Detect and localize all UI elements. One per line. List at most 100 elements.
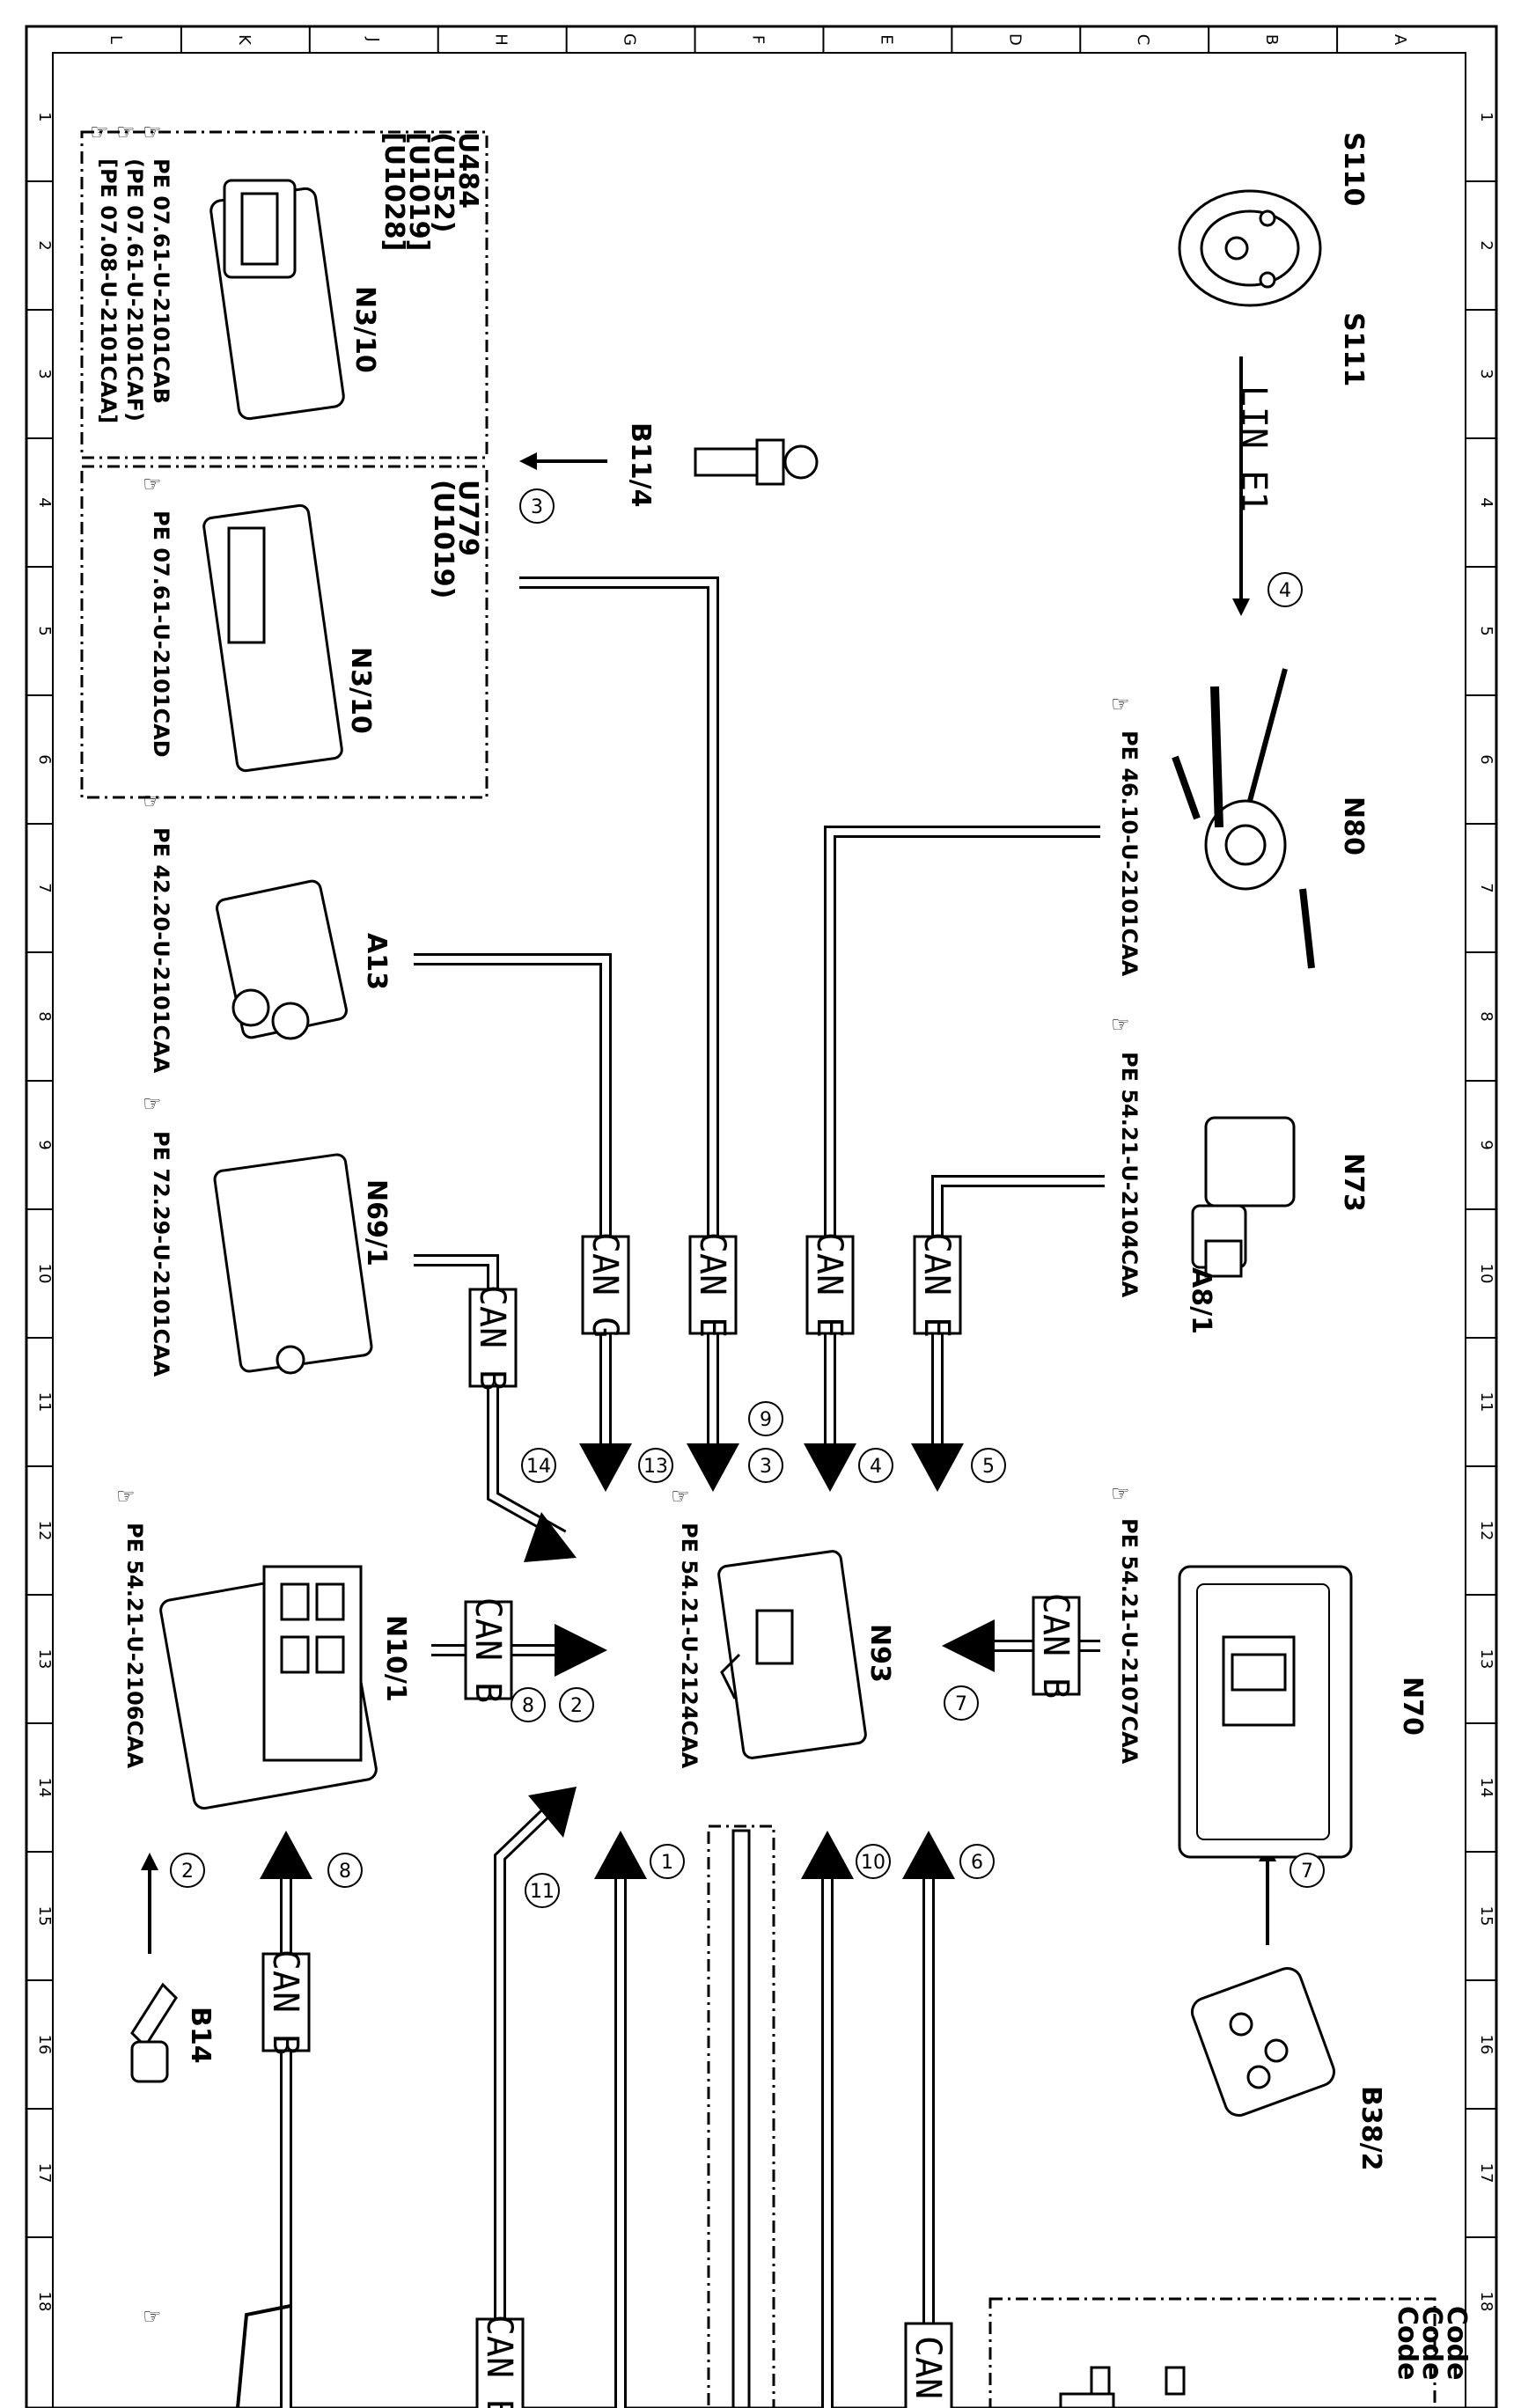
code-u1019: (U1019) — [428, 480, 459, 598]
arrow-n2-n8 — [555, 1624, 607, 1677]
grid-row-14: 14 — [35, 1778, 54, 1798]
component-shapes — [130, 179, 1353, 2408]
grid-col-c: C — [1134, 34, 1152, 46]
grid-col-h: H — [492, 33, 511, 46]
circle-number: 3 — [519, 488, 555, 524]
coolant-temp-sensor-icon — [694, 438, 819, 486]
grid-col-f: F — [749, 35, 768, 44]
code-u1019: [U1019] — [403, 132, 434, 251]
bus-label-can-b: CAN B — [472, 1285, 512, 1391]
bus-label-can-b: CAN B — [1035, 1593, 1076, 1699]
grid-col-j: J — [364, 36, 382, 41]
grid-col-l: L — [107, 35, 125, 44]
circle-number: 13 — [638, 1448, 673, 1483]
ref-n3-10-a: (PE 07.61-U-2101CAF) — [122, 158, 147, 422]
circle-number: 7 — [944, 1685, 979, 1721]
central-gateway-icon — [717, 1550, 867, 1759]
ref-a13: PE 42.20-U-2101CAA — [149, 827, 173, 1074]
grid-row-10: 10 — [1477, 1264, 1495, 1284]
grid-row-11: 11 — [35, 1392, 54, 1413]
ignition-switch-icon — [1191, 1116, 1296, 1278]
circle-number: 5 — [971, 1448, 1006, 1483]
svg-text:13: 13 — [643, 1456, 668, 1478]
label-n73: N73 — [1338, 1153, 1369, 1212]
code-label: Code — [1392, 2306, 1422, 2380]
grid-row-6: 6 — [35, 754, 54, 764]
circle-number: 8 — [327, 1853, 363, 1888]
grid-row-1: 1 — [1477, 112, 1495, 121]
grid-row-18: 18 — [1477, 2292, 1495, 2312]
label-n3-10: N3/10 — [345, 647, 376, 734]
door-control-unit-icon — [213, 1153, 373, 1375]
svg-text:3: 3 — [531, 496, 543, 518]
arrow-n11 — [528, 1787, 577, 1838]
label-n80: N80 — [1338, 797, 1369, 855]
arrow-n13 — [579, 1443, 632, 1492]
grid-col-a: A — [1391, 34, 1409, 46]
circle-number: 11 — [525, 1873, 560, 1908]
label-n69-1: N69/1 — [361, 1179, 392, 1266]
code-u152: (U152) — [428, 132, 459, 232]
label-n10-1: N10/1 — [380, 1615, 411, 1702]
svg-text:10: 10 — [861, 1852, 885, 1874]
circle-number: 7 — [1290, 1853, 1325, 1888]
bus-label-can-b: CAN B — [467, 1597, 508, 1703]
circle-number: 4 — [1268, 572, 1303, 607]
code-label: Code — [1416, 2306, 1447, 2380]
grid-row-5: 5 — [35, 626, 54, 635]
arrow-n5 — [911, 1443, 964, 1492]
arrow-n10 — [801, 1831, 854, 1879]
grid-row-9: 9 — [1477, 1140, 1495, 1149]
svg-text:3: 3 — [760, 1456, 772, 1478]
arrow-n4 — [804, 1443, 856, 1492]
ref-n69-1: PE 72.29-U-2101CAA — [149, 1131, 173, 1377]
grid-row-5: 5 — [1477, 626, 1495, 635]
ref-n3-10-a: PE 07.61-U-2101CAB — [149, 158, 173, 404]
component-labels: S110 S111 N80 PE 46.10-U-2101CAA N73 A8/… — [96, 132, 1472, 2380]
variant-box-1 — [80, 130, 489, 459]
grid-row-2: 2 — [35, 240, 54, 250]
grid-row-4: 4 — [1477, 497, 1495, 507]
grid-row-7: 7 — [1477, 883, 1495, 892]
grid-row-8: 8 — [35, 1011, 54, 1021]
grid-row-17: 17 — [35, 2163, 54, 2184]
hand-icon: ☞ — [1111, 1481, 1130, 1506]
circle-number: 6 — [959, 1844, 995, 1879]
svg-text:11: 11 — [530, 1881, 555, 1903]
grid-row-15: 15 — [35, 1906, 54, 1927]
svg-text:9: 9 — [760, 1409, 772, 1431]
circle-number: 14 — [521, 1448, 556, 1483]
svg-text:8: 8 — [339, 1861, 351, 1883]
ref-n10-1: PE 54.21-U-2106CAA — [122, 1523, 147, 1769]
svg-text:2: 2 — [181, 1861, 194, 1883]
bus-label-lin: LIN E1 — [1233, 385, 1274, 513]
frame — [25, 25, 1498, 2408]
grid-col-b: B — [1262, 34, 1281, 45]
fuel-pump-connector-icon — [216, 879, 348, 1040]
bus-label-can-e: CAN E — [692, 1232, 732, 1338]
svg-text:14: 14 — [526, 1456, 551, 1478]
ref-n80: PE 46.10-U-2101CAA — [1117, 730, 1142, 977]
code-label: Code — [1441, 2306, 1472, 2380]
label-n93: N93 — [864, 1624, 895, 1683]
grid-row-13: 13 — [35, 1649, 54, 1670]
grid-row-11: 11 — [1477, 1392, 1495, 1413]
circle-number: 9 — [748, 1401, 783, 1436]
label-s111: S111 — [1338, 312, 1369, 386]
svg-text:7: 7 — [1301, 1861, 1313, 1883]
sam-control-unit-icon — [159, 1565, 378, 1810]
bus-labels: CAN E CAN E CAN E CAN G CAN B CAN B CAN … — [261, 385, 1274, 2408]
ref-n70: PE 54.21-U-2107CAA — [1117, 1518, 1142, 1765]
grid-row-12: 12 — [35, 1521, 54, 1541]
hand-icon: ☞ — [143, 472, 162, 496]
grid-col-g: G — [621, 33, 639, 46]
grid-row-4: 4 — [35, 497, 54, 507]
arrow-n6 — [902, 1831, 955, 1879]
arrow-n8b — [260, 1831, 312, 1879]
hand-icon: ☞ — [116, 120, 136, 144]
label-a13: A13 — [361, 933, 392, 990]
grid-col-e: E — [877, 34, 895, 44]
hand-icon: ☞ — [1111, 1012, 1130, 1037]
bus-label-can-e: CAN E — [809, 1232, 849, 1338]
